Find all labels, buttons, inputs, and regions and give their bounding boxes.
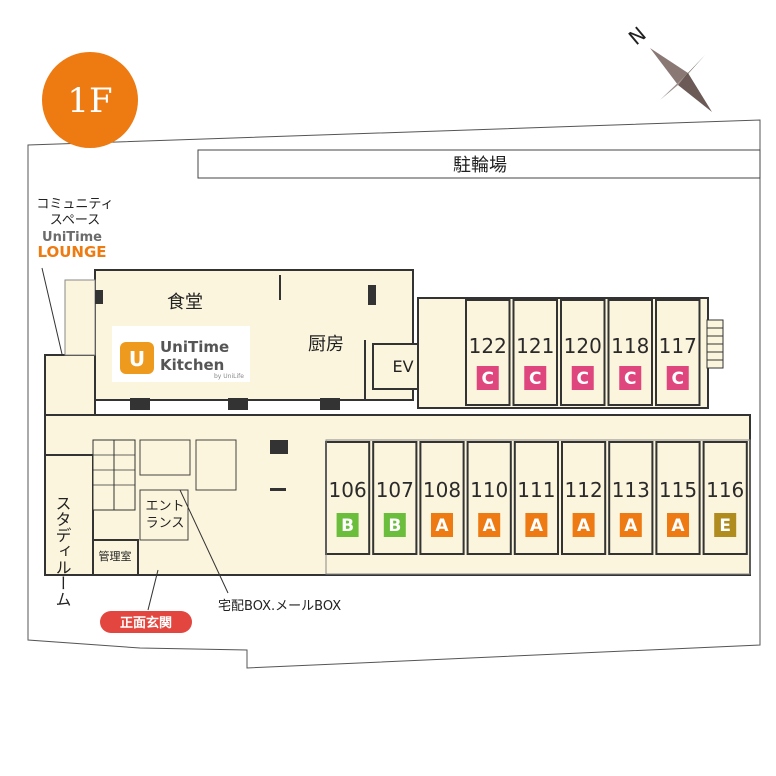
- room-type-badge: [431, 513, 453, 537]
- room-number: 116: [706, 478, 744, 502]
- main-entrance-label: 正面玄関: [120, 615, 172, 631]
- community-space: コミュニティ スペース UniTime LOUNGE: [36, 197, 114, 381]
- lounge-logo-top: UniTime: [42, 230, 102, 245]
- room-number: 113: [612, 478, 650, 502]
- room-type-label: C: [482, 369, 494, 389]
- room-type-label: B: [341, 516, 354, 536]
- room-type-label: A: [530, 516, 544, 536]
- floor-badge-label: 1F: [67, 81, 112, 121]
- stairs-icon: [706, 319, 724, 369]
- manager-room-label: 管理室: [99, 549, 132, 563]
- compass-north-label: N: [624, 22, 651, 50]
- room-number: 112: [565, 478, 603, 502]
- room-type-label: A: [483, 516, 497, 536]
- study-room-label: スタディルーム: [53, 495, 72, 607]
- entrance-label-2: ランス: [146, 516, 185, 531]
- main-entrance-tag: 正面玄関: [100, 569, 192, 633]
- room-type-badge: [666, 366, 689, 390]
- room-type-label: A: [671, 516, 685, 536]
- room-number: 108: [423, 478, 461, 502]
- room-type-label: E: [719, 516, 731, 536]
- room-type-label: C: [672, 369, 684, 389]
- room-type-badge: [571, 366, 594, 390]
- room-type-badge: [714, 513, 737, 537]
- room-type-badge: [476, 366, 499, 390]
- room-number: 122: [469, 334, 507, 358]
- room-type-badge: [478, 513, 501, 537]
- elevator: EV: [372, 343, 419, 390]
- dining-label: 食堂: [167, 292, 203, 313]
- room-type-badge: [572, 513, 595, 537]
- stairs-icon: [92, 439, 136, 511]
- room-type-label: A: [577, 516, 591, 536]
- room-type-badge: [525, 513, 548, 537]
- floor-badge: 1F: [42, 52, 138, 148]
- room-type-badge: [667, 513, 689, 537]
- kitchen-logo-line2: Kitchen: [160, 356, 224, 374]
- room-type-badge: [619, 366, 642, 390]
- community-space-label: コミュニティ: [36, 197, 113, 212]
- room-type-label: A: [435, 516, 449, 536]
- bike-parking: 駐輪場: [197, 149, 761, 179]
- kitchen-logo-line1: UniTime: [160, 338, 229, 356]
- room-type-label: C: [577, 369, 589, 389]
- room-type-label: A: [624, 516, 638, 536]
- room-type-badge: [336, 513, 359, 537]
- room-number: 106: [329, 478, 367, 502]
- entrance-label: エント: [145, 499, 184, 514]
- bike-parking-label: 駐輪場: [453, 155, 507, 176]
- room-number: 120: [564, 334, 602, 358]
- room-number: 118: [611, 334, 649, 358]
- room-type-badge: [524, 366, 547, 390]
- room-type-badge: [619, 513, 642, 537]
- room-type-label: C: [624, 369, 636, 389]
- kitchen-logo-by: by UniLife: [214, 373, 244, 380]
- compass-rose-icon: N: [624, 22, 712, 112]
- room-number: 110: [470, 478, 508, 502]
- lounge-logo-bottom: LOUNGE: [37, 243, 106, 261]
- room-type-label: C: [529, 369, 541, 389]
- elevator-label: EV: [392, 357, 413, 376]
- kitchen-label: 厨房: [308, 334, 344, 355]
- room-number: 107: [376, 478, 414, 502]
- room-type-label: B: [388, 516, 401, 536]
- room-number: 117: [659, 334, 697, 358]
- room-type-badge: [383, 513, 406, 537]
- room-number: 111: [517, 478, 555, 502]
- room-number: 121: [516, 334, 554, 358]
- unitime-kitchen-logo: U UniTime Kitchen by UniLife: [112, 326, 250, 382]
- delivery-box-label: 宅配BOX.メールBOX: [218, 599, 341, 614]
- community-space-label-2: スペース: [50, 213, 100, 228]
- room-number: 115: [659, 478, 697, 502]
- svg-text:U: U: [129, 347, 145, 371]
